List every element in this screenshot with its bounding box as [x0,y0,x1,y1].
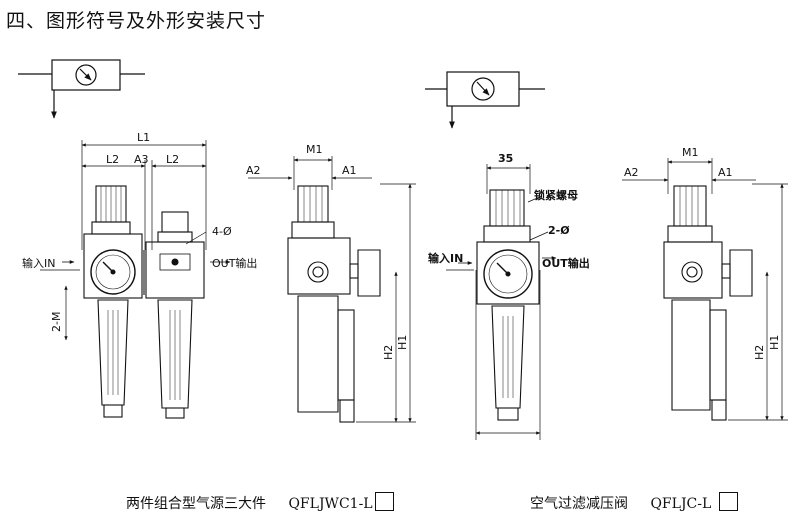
caption-regulator: 空气过滤减压阀 QFLJC-L [530,492,739,513]
label-2-phi: 2-Ø [548,224,570,237]
label-m1-left: M1 [306,143,323,156]
label-l1: L1 [137,131,150,144]
combo-front-view [40,140,231,419]
regulator-symbol-right [425,71,545,129]
regulator-symbol-left [18,59,145,119]
caption-combo-box [374,492,394,511]
label-h2-right: H2 [753,345,766,360]
caption-regulator-box [719,492,739,511]
label-in-bold: 输入IN [428,251,463,265]
combo-side-view [248,156,416,423]
label-in: 输入IN [22,256,55,270]
label-35: 35 [498,152,513,165]
label-out: OUT输出 [212,256,257,270]
caption-combo-name: 两件组合型气源三大件 [126,496,266,512]
label-a1-right: A1 [718,166,733,179]
regulator-front-view [446,164,557,440]
label-a2-left: A2 [246,164,261,177]
label-h1-left: H1 [396,335,409,350]
label-a1-left: A1 [342,164,357,177]
label-4-phi: 4-Ø [212,225,232,238]
caption-combo: 两件组合型气源三大件 QFLJWC1-L [126,492,394,513]
regulator-side-view [622,158,788,421]
section-title: 四、图形符号及外形安装尺寸 [6,10,267,32]
caption-combo-model: QFLJWC1-L [288,496,373,512]
label-lock-nut: 锁紧螺母 [534,188,578,202]
label-2-m: 2-M [50,312,63,332]
caption-regulator-model: QFLJC-L [650,496,712,512]
caption-regulator-name: 空气过滤减压阀 [530,496,628,512]
label-h1-right: H1 [768,335,781,350]
label-a3: A3 [134,153,149,166]
label-h2-left: H2 [382,345,395,360]
label-out-bold: OUT输出 [542,256,590,270]
label-a2-right: A2 [624,166,639,179]
label-l2-right: L2 [166,153,179,166]
label-m1-right: M1 [682,146,699,159]
label-l2-left: L2 [106,153,119,166]
